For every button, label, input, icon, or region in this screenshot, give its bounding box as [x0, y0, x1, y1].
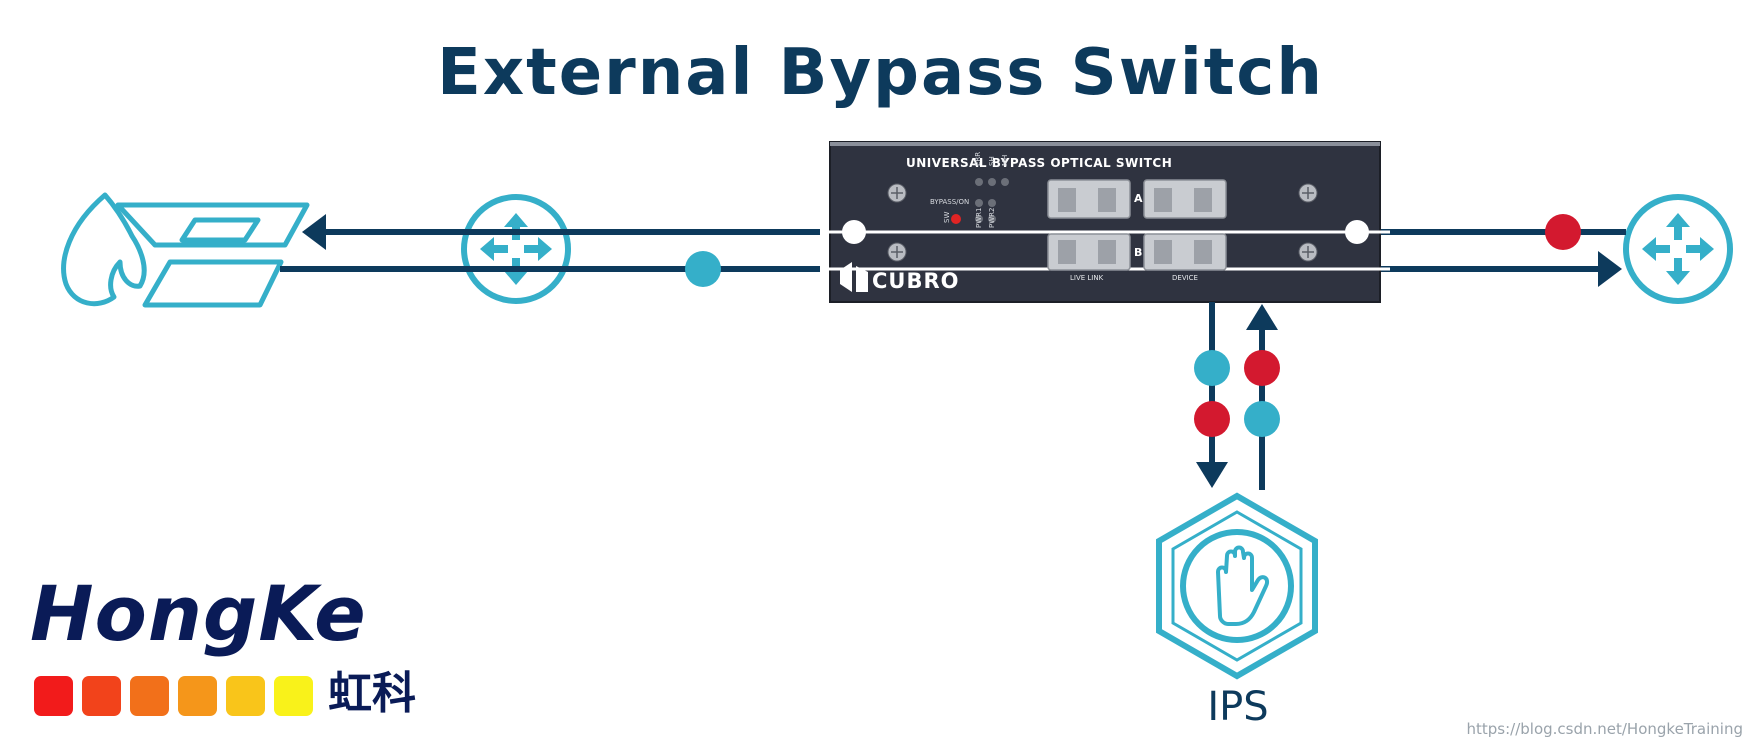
- brand-name-cn: 虹科: [328, 668, 416, 719]
- packet-dot-red-down: [1194, 401, 1230, 437]
- arrow-down-head: [1196, 462, 1228, 488]
- router-icon-right: [1623, 194, 1733, 304]
- arrow-up-head: [1246, 304, 1278, 330]
- led-label-pwr2: PWR2: [988, 207, 996, 228]
- device-panel-title: UNIVERSAL BYPASS OPTICAL SWITCH: [906, 156, 1173, 170]
- diagram-title: External Bypass Switch: [437, 36, 1324, 110]
- packet-dot-teal-down: [1194, 350, 1230, 386]
- device-brand: CUBRO: [872, 269, 960, 293]
- brand-swatch: [226, 676, 265, 716]
- port-label-live-link: LIVE LINK: [1070, 274, 1104, 282]
- brand-swatch: [274, 676, 313, 716]
- port-letter-a: A: [1134, 192, 1143, 205]
- led-label-err: ERR: [974, 151, 982, 166]
- port-letter-b: B: [1134, 246, 1143, 259]
- router-icon-left: [461, 194, 571, 304]
- brand-swatch: [82, 676, 121, 716]
- arrow-left-head: [302, 214, 326, 250]
- brand-swatch: [34, 676, 73, 716]
- packet-dot-teal-left: [685, 251, 721, 287]
- packet-dot-red-right: [1545, 214, 1581, 250]
- packet-dot-teal-up: [1244, 401, 1280, 437]
- brand-swatch: [130, 676, 169, 716]
- led-label-sh: SH: [988, 156, 996, 166]
- ips-label: IPS: [1207, 684, 1269, 730]
- bypass-switch-device: [820, 141, 1390, 303]
- brand-name-en: HongKe: [30, 569, 367, 658]
- brand-swatch: [178, 676, 217, 716]
- led-label-sw: SW: [943, 211, 951, 223]
- packet-dot-red-up: [1244, 350, 1280, 386]
- led-label-bypass: BYPASS/ON: [930, 198, 970, 206]
- watermark-url: https://blog.csdn.net/HongkeTraining: [1466, 720, 1743, 738]
- firewall-icon: [61, 192, 310, 308]
- led-label-mh: MH: [1001, 154, 1009, 166]
- ips-hand-icon: [1156, 492, 1318, 680]
- arrow-right-head: [1598, 251, 1622, 287]
- port-label-device: DEVICE: [1172, 274, 1198, 282]
- led-label-pwr1: PWR1: [975, 207, 983, 228]
